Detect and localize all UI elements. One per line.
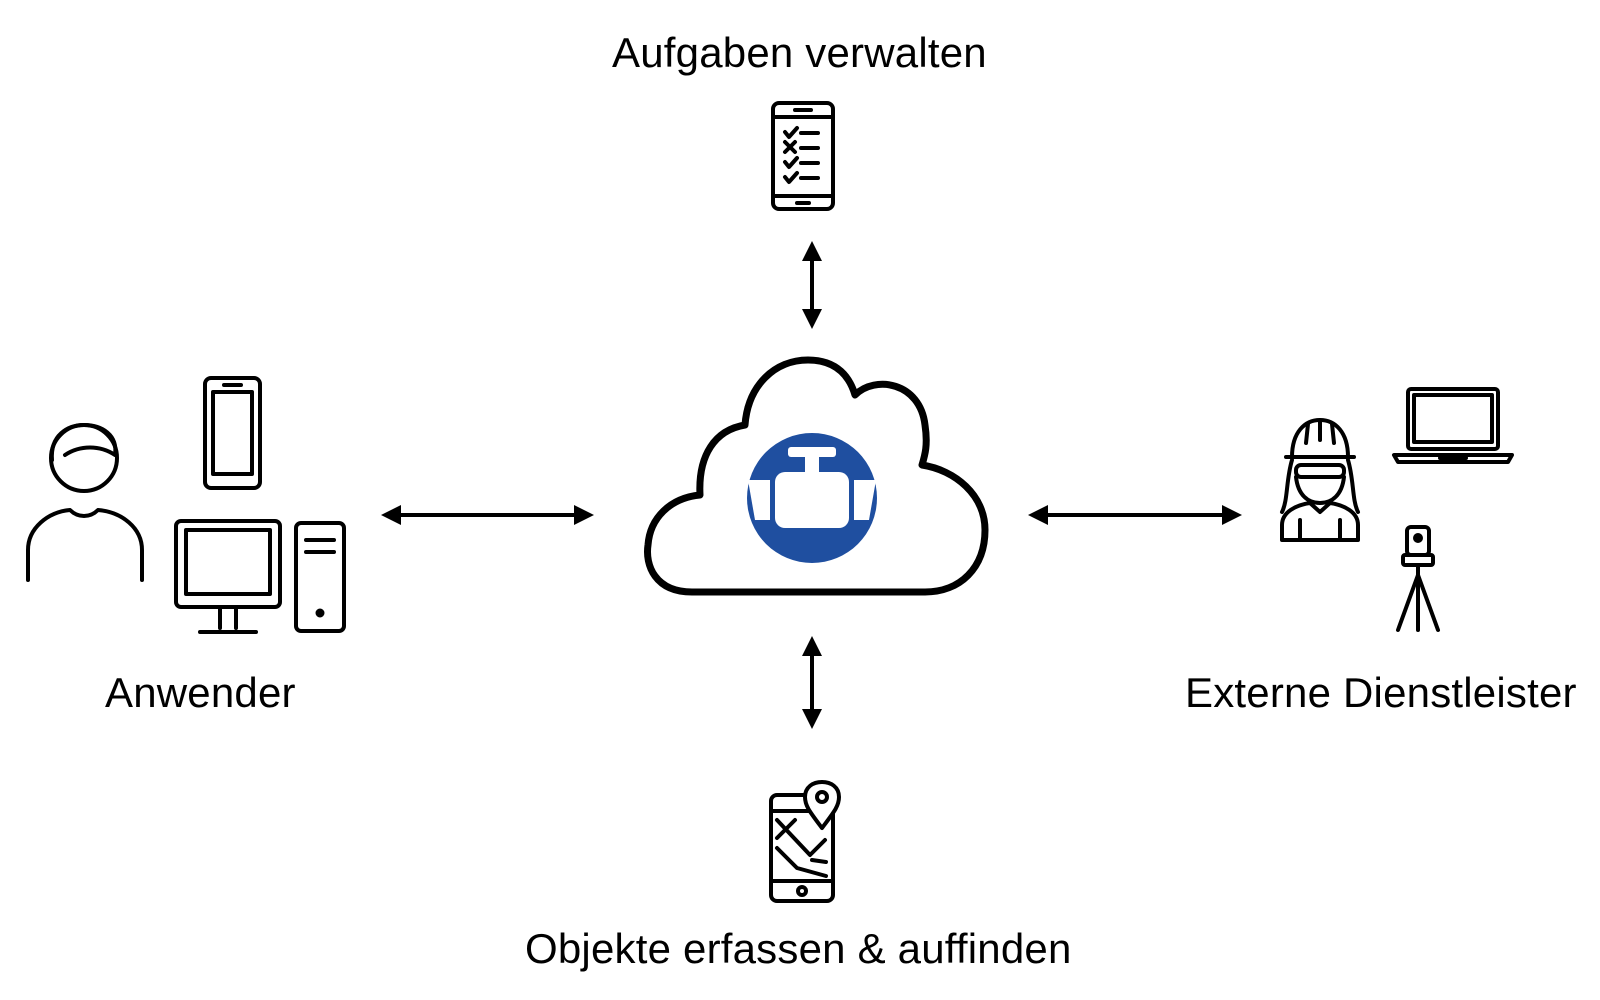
label-objekte-erfassen: Objekte erfassen & auffinden	[525, 925, 1072, 972]
surveying-tripod-icon	[1396, 525, 1440, 632]
desktop-tower-icon	[294, 521, 346, 633]
phone-checklist-icon	[771, 101, 835, 211]
phone-map-pin-icon	[769, 780, 841, 903]
monitor-icon	[174, 519, 282, 634]
user-icon	[26, 423, 144, 582]
label-anwender: Anwender	[105, 669, 296, 716]
worker-helmet-icon	[1280, 418, 1360, 542]
valve-icon	[747, 433, 877, 563]
label-aufgaben-verwalten: Aufgaben verwalten	[612, 29, 987, 76]
smartphone-icon	[203, 376, 262, 490]
label-externe-dienstleister: Externe Dienstleister	[1185, 669, 1577, 716]
laptop-icon	[1392, 387, 1514, 464]
